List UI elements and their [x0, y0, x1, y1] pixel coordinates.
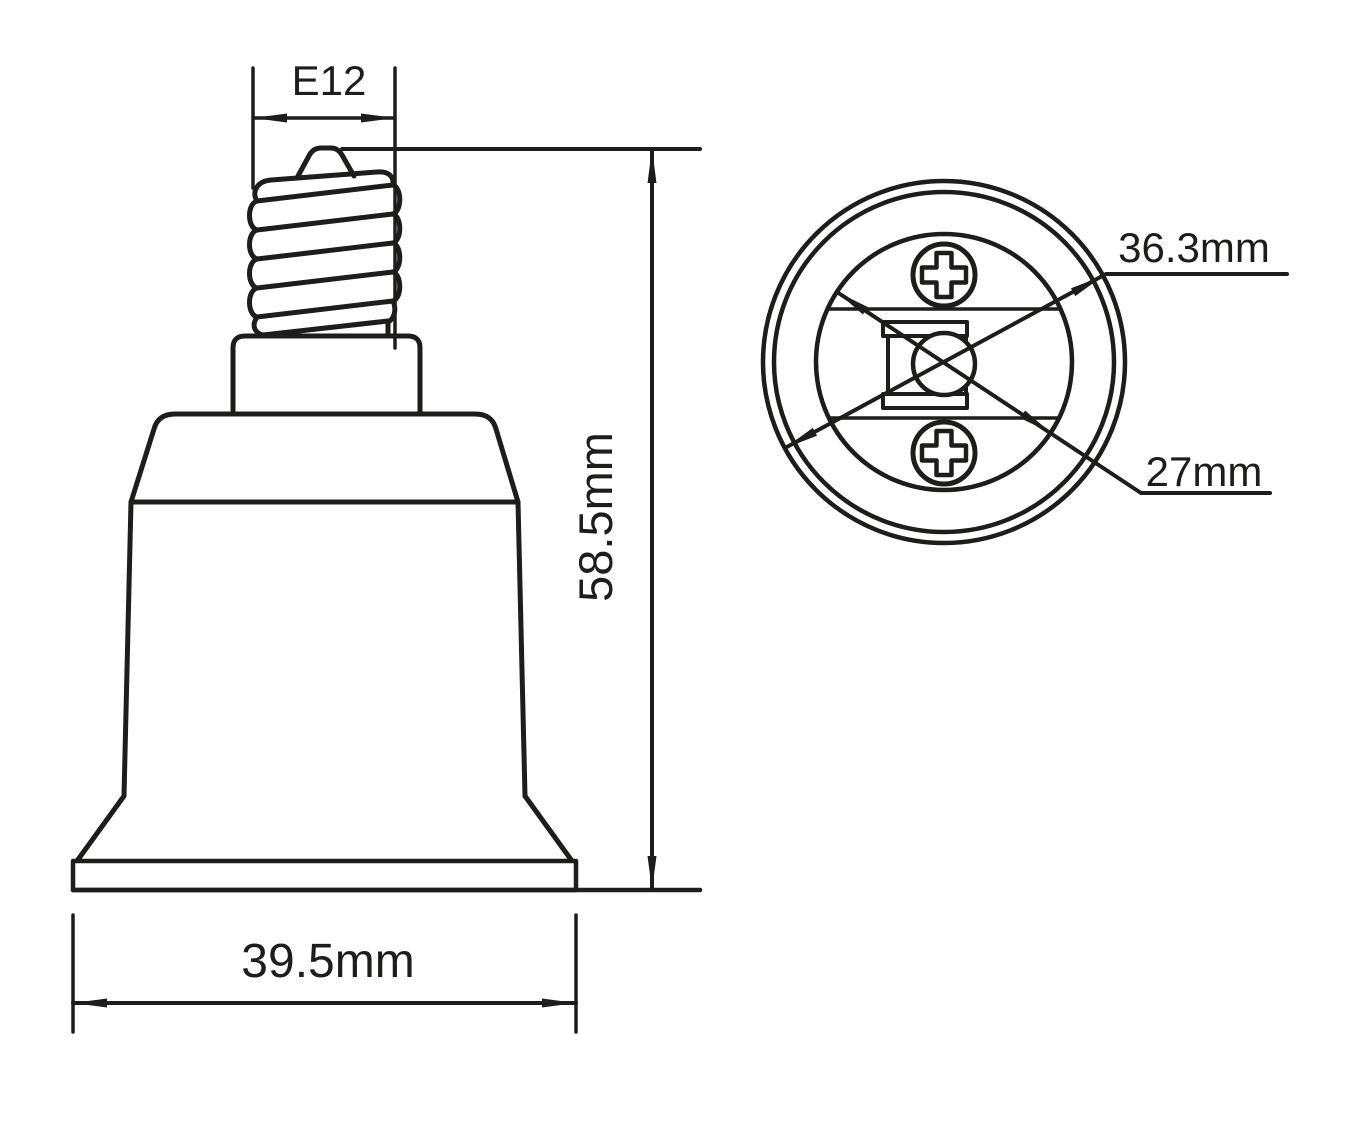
contact-bar-bottom — [881, 392, 969, 410]
thread-crest — [254, 182, 396, 204]
arrowhead — [73, 998, 107, 1008]
base-width-dimension — [71, 913, 578, 1034]
arrowhead — [253, 113, 287, 123]
outer-circle — [760, 178, 1128, 546]
socket-diameter-label: 27mm — [1146, 448, 1263, 495]
screw-bottom — [910, 419, 978, 487]
socket-opening-circle — [813, 231, 1075, 493]
height-label: 58.5mm — [569, 432, 622, 602]
outer-diameter-label: 36.3mm — [1118, 224, 1270, 271]
skirt-left-edge — [74, 793, 127, 864]
screw-top — [910, 241, 978, 309]
body-left-edge — [121, 499, 134, 799]
skirt-right-edge — [522, 793, 575, 864]
arrowhead — [647, 856, 657, 890]
socket-diameter-dimension — [835, 290, 1272, 495]
body-right-edge — [515, 499, 528, 799]
arrowhead — [785, 427, 818, 448]
shoulder — [128, 411, 521, 505]
outer-diameter-dimension — [783, 272, 1289, 450]
phillips-cross-icon — [919, 250, 969, 300]
phillips-cross-icon — [919, 428, 969, 478]
e12-thread — [247, 169, 403, 343]
arrowhead — [1070, 276, 1103, 297]
arrowhead — [647, 149, 657, 183]
side-view-figure — [70, 145, 579, 893]
arrowhead — [837, 292, 868, 315]
outer-rim-circle — [771, 189, 1117, 535]
thread-crest — [254, 240, 396, 262]
arrowhead — [1020, 410, 1051, 433]
contact-tip — [295, 145, 357, 179]
collar — [230, 333, 423, 423]
base-width-label: 39.5mm — [241, 935, 414, 988]
base-rim — [70, 858, 579, 893]
arrowhead — [542, 998, 576, 1008]
thread-crest — [254, 269, 396, 291]
e12-label: E12 — [292, 57, 367, 104]
leader-line — [783, 272, 1289, 450]
thread-crest — [254, 211, 396, 233]
thread-crest — [254, 298, 396, 320]
leader-line — [835, 290, 1272, 495]
height-dimension — [70, 147, 703, 893]
center-contact-assembly — [881, 320, 978, 410]
arrowhead — [361, 113, 395, 123]
e12-width-dimension — [251, 66, 397, 350]
bottom-view-figure — [760, 178, 1128, 546]
